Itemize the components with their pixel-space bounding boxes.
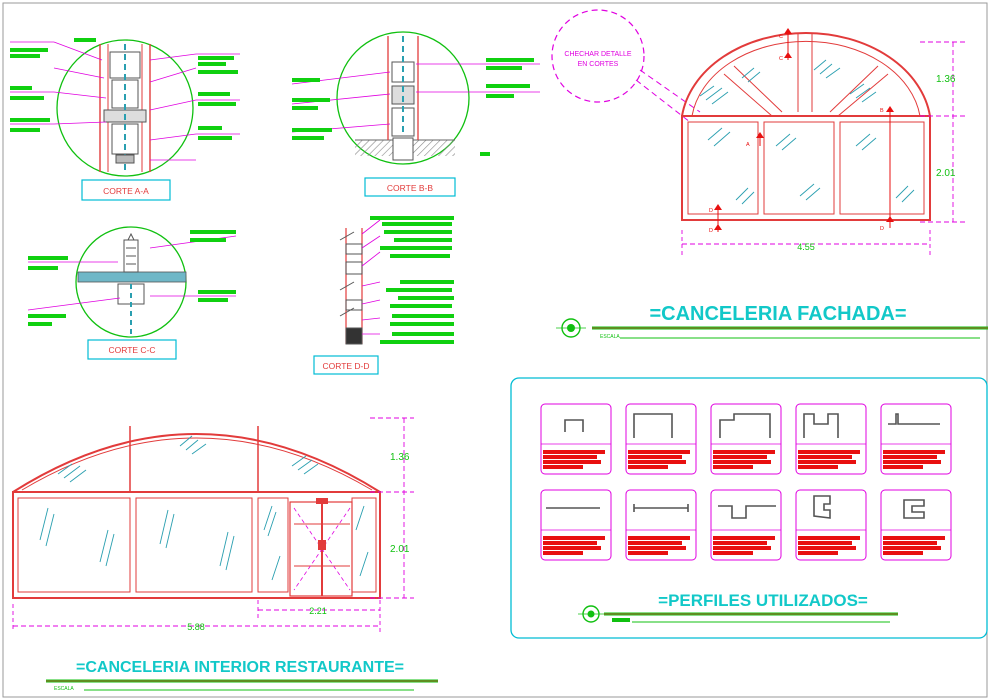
interior-dim-bottom: 2.01 — [390, 544, 410, 555]
profile-card — [880, 403, 952, 475]
profile-shape — [718, 505, 776, 519]
profile-shape — [888, 413, 940, 425]
fachada-elevation: CHECHAR DETALLE EN CORTES — [551, 9, 988, 340]
interior-arch — [12, 433, 381, 493]
fachada-dim-bottom: 2.01 — [936, 168, 956, 179]
section-cc-label: CORTE C-C — [108, 345, 155, 355]
fachada-note-bubble — [551, 9, 645, 103]
profile-card — [795, 403, 867, 475]
interior-dim-width: 5.88 — [187, 622, 205, 632]
interior-scale: ESCALA — [54, 686, 74, 692]
interior-title: =CANCELERIA INTERIOR RESTAURANTE= — [76, 659, 404, 676]
section-bb-detail-circle — [336, 31, 470, 165]
section-dd-label: CORTE D-D — [322, 361, 369, 371]
fachada-title: =CANCELERIA FACHADA= — [649, 303, 906, 325]
interior-elevation: 1.36 2.01 2.21 5.88 =CANCELERIA INTERIOR… — [12, 417, 438, 692]
section-aa: CORTE A-A — [10, 38, 240, 201]
section-aa-label-box — [81, 179, 171, 201]
interior-dim-door: 2.21 — [309, 606, 327, 616]
fachada-dim-top: 1.36 — [936, 74, 956, 85]
section-bb-label-box — [364, 177, 456, 197]
fachada-tag-c-low: C — [779, 56, 783, 62]
perfiles-panel-border — [510, 377, 988, 639]
section-cc-label-box — [87, 339, 177, 360]
section-bb-label: CORTE B-B — [387, 183, 433, 193]
section-dd-label-box — [313, 355, 379, 375]
profile-shape — [903, 499, 925, 519]
interior-frame — [12, 491, 381, 599]
profile-cards — [540, 403, 952, 561]
fachada-tag-d-low: D — [709, 228, 713, 234]
fachada-tag-d-right: D — [880, 226, 884, 232]
profile-shape — [719, 413, 771, 438]
fachada-tag-d-top: D — [709, 208, 713, 214]
section-aa-detail-circle — [56, 39, 194, 177]
fachada-dim-width: 4.55 — [797, 242, 815, 252]
profile-shape — [803, 413, 839, 438]
profile-card — [710, 403, 782, 475]
profile-card — [795, 489, 867, 561]
fachada-note-line-1: CHECHAR DETALLE — [564, 51, 631, 58]
profile-card — [540, 403, 612, 475]
profile-card — [625, 489, 697, 561]
profile-card — [625, 403, 697, 475]
fachada-frame — [681, 115, 931, 221]
fachada-scale: ESCALA — [600, 334, 620, 340]
perfiles-panel: =PERFILES UTILIZADOS= — [510, 377, 988, 639]
profile-card — [710, 489, 782, 561]
fachada-tag-a: A — [746, 142, 750, 148]
profile-card — [540, 489, 612, 561]
profile-shape — [633, 504, 689, 512]
fachada-note-line-2: EN CORTES — [578, 61, 619, 68]
fachada-arch — [681, 32, 931, 117]
interior-dim-top: 1.36 — [390, 452, 410, 463]
profile-card — [880, 489, 952, 561]
perfiles-title: =PERFILES UTILIZADOS= — [658, 591, 868, 610]
section-cc: CORTE C-C — [27, 226, 237, 360]
section-dd: CORTE D-D — [313, 216, 454, 375]
profile-shape — [564, 419, 584, 432]
fachada-tag-b: B — [880, 108, 884, 114]
section-bb: CORTE B-B — [291, 31, 540, 197]
fachada-tag-c-top: C — [779, 34, 783, 40]
profile-shape — [813, 495, 831, 519]
section-aa-label: CORTE A-A — [103, 186, 149, 196]
profile-shape — [633, 413, 673, 438]
